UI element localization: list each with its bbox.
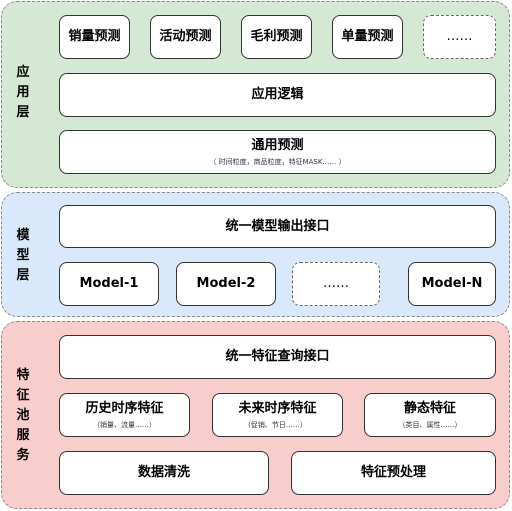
more-models-label: ……	[323, 276, 349, 291]
model-2-box: Model-2	[176, 262, 276, 306]
more-models-box: ……	[292, 262, 380, 306]
feature-preprocessing-box: 特征预处理	[291, 451, 496, 495]
feature-preprocessing-label: 特征预处理	[360, 465, 426, 480]
feature-pool-layer-title-char: 池	[16, 408, 30, 423]
data-cleaning-label: 数据清洗	[137, 465, 190, 480]
more-forecast-label: ……	[446, 29, 473, 44]
order-forecast-label: 单量预测	[341, 29, 394, 44]
model-layer-title-char: 型	[16, 248, 30, 263]
margin-forecast-box: 毛利预测	[241, 15, 312, 59]
static-feature-sub: （类目、属性……）	[398, 420, 462, 429]
static-feature-box: 静态特征 （类目、属性……）	[364, 393, 496, 437]
feature-pool-layer-title-char: 特	[16, 368, 30, 383]
historical-timeseries-feature-label: 历史时序特征	[85, 400, 164, 416]
future-timeseries-feature-sub: (促销、节日……）	[248, 420, 307, 429]
future-timeseries-feature-label: 未来时序特征	[238, 400, 317, 416]
general-forecast-box: 通用预测 （ 时间粒度，商品粒度，特征MASK…… ）	[59, 130, 496, 174]
static-feature-label: 静态特征	[403, 400, 456, 416]
feature-pool-layer-title: 特 征 池 服 务	[10, 366, 36, 466]
model-layer-title-char: 模	[16, 228, 30, 243]
model-1-label: Model-1	[79, 276, 139, 291]
activity-forecast-label: 活动预测	[159, 29, 212, 44]
sales-forecast-box: 销量预测	[59, 15, 130, 59]
feature-query-interface-label: 统一特征查询接口	[225, 349, 330, 364]
model-output-interface-label: 统一模型输出接口	[225, 218, 330, 234]
model-layer-title: 模 型 层	[10, 226, 36, 286]
application-layer-title: 应 用 层	[10, 63, 36, 123]
application-logic-box: 应用逻辑	[59, 73, 496, 117]
application-layer-title-char: 应	[16, 65, 30, 80]
general-forecast-label: 通用预测	[251, 137, 304, 153]
application-layer-title-char: 用	[16, 85, 30, 100]
more-forecast-box: ……	[423, 15, 496, 59]
historical-timeseries-feature-sub: （销量、流量……）	[93, 420, 156, 429]
feature-pool-layer-title-char: 服	[16, 428, 30, 443]
model-output-interface-box: 统一模型输出接口	[59, 205, 496, 248]
general-forecast-sub: （ 时间粒度，商品粒度，特征MASK…… ）	[209, 157, 346, 166]
sales-forecast-label: 销量预测	[68, 29, 121, 44]
margin-forecast-label: 毛利预测	[250, 29, 303, 44]
application-logic-label: 应用逻辑	[251, 87, 304, 102]
model-n-label: Model-N	[421, 276, 483, 291]
feature-query-interface-box: 统一特征查询接口	[59, 335, 496, 379]
model-n-box: Model-N	[408, 262, 496, 306]
order-forecast-box: 单量预测	[332, 15, 403, 59]
model-2-label: Model-2	[196, 276, 256, 291]
historical-timeseries-feature-box: 历史时序特征 （销量、流量……）	[59, 393, 190, 437]
activity-forecast-box: 活动预测	[150, 15, 221, 59]
data-cleaning-box: 数据清洗	[59, 451, 269, 495]
model-1-box: Model-1	[59, 262, 159, 306]
application-layer-title-char: 层	[16, 105, 30, 120]
feature-pool-layer-title-char: 征	[16, 388, 30, 403]
future-timeseries-feature-box: 未来时序特征 (促销、节日……）	[212, 393, 343, 437]
model-layer-title-char: 层	[16, 268, 30, 283]
feature-pool-layer-title-char: 务	[16, 448, 30, 463]
